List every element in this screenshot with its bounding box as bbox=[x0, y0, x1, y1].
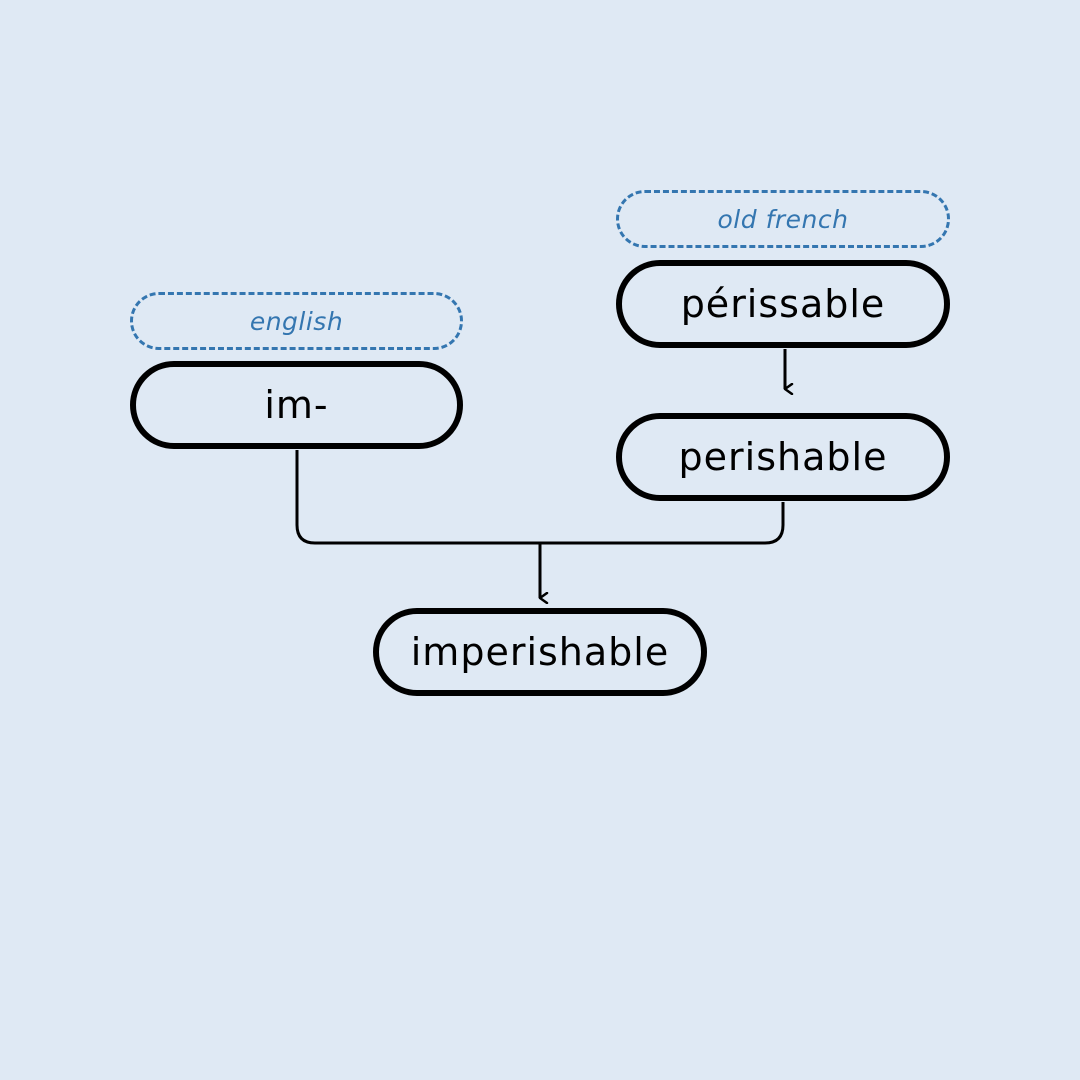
word-perissable-label: périssable bbox=[680, 282, 886, 326]
connector-perishable-to-merge bbox=[540, 502, 785, 545]
word-perishable-label: perishable bbox=[678, 435, 888, 479]
language-tag-old-french: old french bbox=[616, 190, 950, 248]
word-box-imperishable: imperishable bbox=[373, 608, 707, 696]
word-box-perissable: périssable bbox=[616, 260, 950, 348]
word-box-im: im- bbox=[130, 361, 463, 449]
language-tag-english: english bbox=[130, 292, 463, 350]
word-imperishable-label: imperishable bbox=[410, 630, 670, 674]
word-box-perishable: perishable bbox=[616, 413, 950, 501]
language-tag-english-label: english bbox=[249, 306, 344, 336]
connector-im-to-merge bbox=[295, 450, 540, 545]
word-im-label: im- bbox=[264, 383, 329, 427]
language-tag-old-french-label: old french bbox=[717, 204, 849, 234]
